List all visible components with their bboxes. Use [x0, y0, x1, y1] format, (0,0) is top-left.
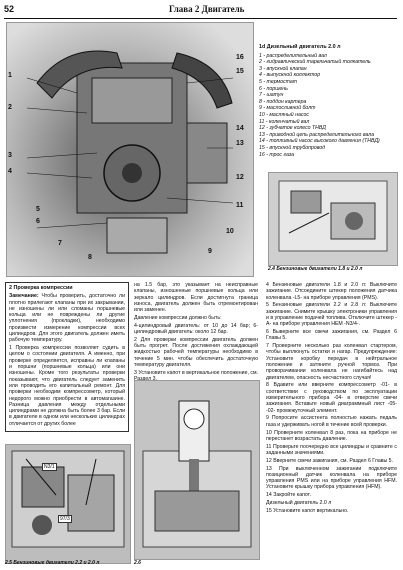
legend-item: 10 - масляный насос — [259, 111, 309, 118]
note-paragraph: Замечание: Чтобы проверить, достаточно л… — [9, 293, 125, 343]
paragraph: на 1.5 бар, это указывает на неисправные… — [134, 282, 258, 314]
figure-2-6-drawing — [142, 400, 252, 548]
figure-2-4-caption: 2.4 Бензиновые двигатели 1.8 и 2.0 л — [268, 266, 363, 272]
legend-item: 3 - впускной клапан — [259, 65, 307, 72]
figure-2-5-label: 97/3 — [58, 515, 72, 523]
legend-item: 4 - выпускной коллектор — [259, 72, 321, 79]
figure-2-4-drawing — [278, 180, 388, 252]
paragraph: 3 Установите капот в вертикальное положе… — [134, 369, 258, 382]
callout-3: 3 — [8, 152, 12, 159]
section-2-heading: 2 Проверка компрессии — [9, 285, 73, 291]
legend-item: 16 - трос газа — [259, 151, 294, 158]
callout-7: 7 — [58, 240, 62, 247]
paragraph: 1 Проверка компрессии позволяет судить в… — [9, 345, 125, 427]
callout-9: 9 — [208, 248, 212, 255]
paragraph: 15 Установите капот вертикально. — [266, 507, 349, 514]
callout-5: 5 — [36, 206, 40, 213]
figure-2-5-label: N3/1 — [42, 463, 57, 471]
paragraph: 4-цилиндровый двигатель: от 10 до 14 бар… — [134, 322, 258, 336]
callout-6: 6 — [36, 218, 40, 225]
paragraph: 12 Вверните свечи зажигания, см. Раздел … — [266, 457, 393, 464]
callout-11: 11 — [236, 202, 244, 209]
legend-item: 2 - гидравлический тарельчатый толкатель — [259, 59, 371, 66]
note-title: Замечание: — [9, 293, 39, 300]
section-2-column: 2 Проверка компрессии Замечание: Чтобы п… — [5, 282, 129, 432]
callout-10: 10 — [226, 228, 234, 235]
figure-2-4 — [268, 172, 398, 266]
figure-2-5-caption: 2.5 Бензиновые двигатели 2.2 и 2.0 л — [5, 560, 100, 566]
paragraph: Давление компрессии должно быть: — [134, 314, 222, 321]
figure-2-6-caption: 2.6 — [134, 560, 141, 566]
paragraph: 10 Проверните коленвал 8 раз, пока на пр… — [266, 429, 397, 442]
legend-item: 14 - топливный насос высокого давления (… — [259, 138, 380, 145]
legend-item: 5 - термостат — [259, 78, 298, 85]
page-header: 52 Глава 2 Двигатель — [4, 4, 397, 19]
paragraph: 13 При выключенном зажигании подключите … — [266, 465, 397, 491]
callout-16: 16 — [236, 54, 244, 61]
legend-item: 1 - распределительный вал — [259, 52, 327, 59]
paragraph: 11 Проверьте поочередно все цилиндры и с… — [266, 443, 397, 456]
callout-15: 15 — [236, 68, 244, 75]
paragraph: 2 Для проверки компрессии двигатель долж… — [134, 336, 258, 369]
figure-legend: 1d Дизельный двигатель 2.0 л 1 - распред… — [259, 44, 397, 158]
paragraph: 14 Закройте капот. — [266, 492, 311, 499]
paragraph: 4 Бензиновые двигатели 1.8 и 2.0 л: Выкл… — [266, 282, 397, 301]
legend-item: 11 - коленчатый вал — [259, 118, 310, 125]
right-column: 4 Бензиновые двигатели 1.8 и 2.0 л: Выкл… — [266, 282, 397, 516]
callout-14: 14 — [236, 125, 244, 132]
legend-item: 7 - шатун — [259, 92, 284, 99]
paragraph: 5 Бензиновые двигатели 2.2 и 2.8 л: Выкл… — [266, 302, 397, 328]
legend-title: 1d Дизельный двигатель 2.0 л — [259, 44, 341, 50]
callout-4: 4 — [8, 168, 12, 175]
figure-2-5 — [5, 444, 131, 564]
paragraph: Дизельный двигатель 2.0 л — [266, 500, 332, 506]
callout-2: 2 — [8, 104, 12, 111]
callout-8: 8 — [88, 254, 92, 261]
figure-2-6 — [134, 380, 260, 560]
paragraph: 6 Выверните все свечи зажигания, см. Раз… — [266, 329, 397, 342]
legend-item: 6 - поршень — [259, 85, 288, 92]
engine-drawing — [26, 50, 234, 254]
note-text: Чтобы проверить, достаточно ли плотно пр… — [9, 293, 125, 344]
legend-item: 8 - поддон картера — [259, 98, 307, 105]
paragraph: 9 Попросите ассистента полностью нажать … — [266, 415, 397, 428]
legend-item: 13 - приводной цепь распределительного в… — [259, 131, 375, 138]
callout-13: 13 — [236, 140, 244, 147]
callout-1: 1 — [8, 72, 12, 79]
paragraph: 7 Проверните несколько раз коленвал стар… — [266, 343, 397, 381]
paragraph: 8 Вдавите или вверните компрессометр -01… — [266, 382, 397, 414]
legend-item: 15 - впускной трубопровод — [259, 144, 326, 151]
page-number: 52 — [4, 4, 15, 14]
section-2-box: 2 Проверка компрессии Замечание: Чтобы п… — [5, 282, 129, 432]
callout-12: 12 — [236, 174, 244, 181]
legend-item: 12 - зубчатое колесо ТНВД — [259, 125, 326, 132]
middle-column: на 1.5 бар, это указывает на неисправные… — [134, 282, 258, 384]
figure-2-5-drawing — [11, 450, 125, 548]
legend-item: 9 - маслосливной болт — [259, 105, 316, 112]
chapter-title: Глава 2 Двигатель — [169, 4, 245, 14]
engine-cutaway-figure — [6, 22, 254, 277]
